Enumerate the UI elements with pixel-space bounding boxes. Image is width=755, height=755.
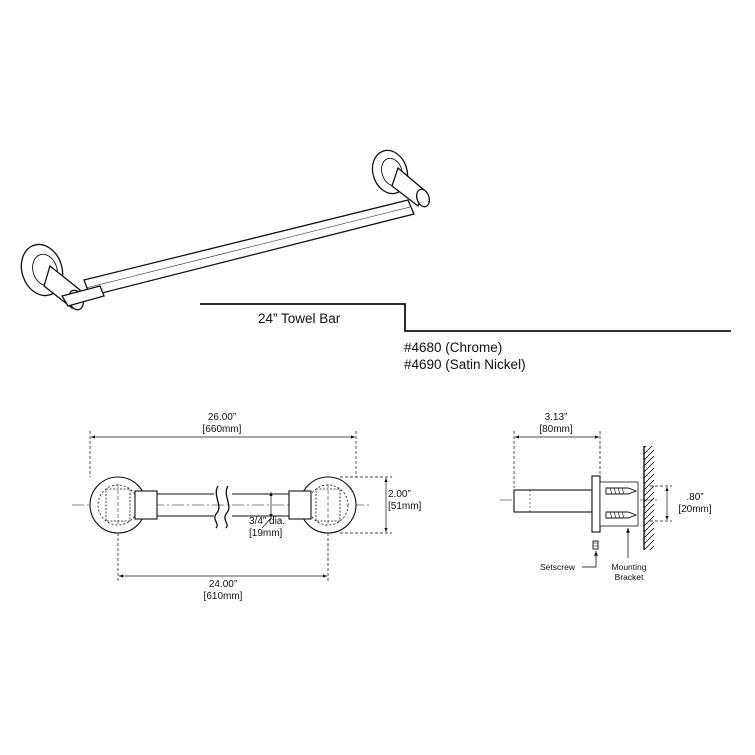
projection-mm: [80mm] — [539, 424, 573, 435]
mount-spacing-mm: [610mm] — [203, 591, 243, 602]
setscrew — [592, 540, 599, 550]
side-post — [513, 489, 593, 513]
projection-label: 3.13” [80mm] — [528, 412, 584, 436]
screw-bottom — [605, 511, 638, 519]
front-dimensions — [89, 431, 392, 582]
flange-diameter-mm: [51mm] — [388, 501, 422, 512]
side-dimensions — [513, 431, 672, 522]
side-flange — [591, 475, 601, 533]
title-separator — [200, 303, 731, 332]
projection-in: 3.13” — [544, 412, 568, 423]
towel-bar-rod — [83, 199, 415, 297]
front-view — [72, 476, 370, 534]
towel-bar-illustration — [20, 149, 430, 311]
mounting-bracket-label: Mounting Bracket — [604, 562, 654, 582]
mounting-bracket-line1: Mounting — [611, 562, 647, 572]
setscrew-label: Setscrew — [540, 562, 575, 572]
flange-diameter-label: 2.00” [51mm] — [388, 489, 438, 513]
bracket-depth-label: .80” [20mm] — [672, 492, 718, 516]
overall-length-mm: [660mm] — [202, 424, 242, 435]
bar-diameter-label: 3/4” dia. [19mm] — [249, 516, 307, 540]
mounting-bracket-line2: Bracket — [614, 572, 644, 582]
overall-length-in: 26.00” — [207, 412, 237, 423]
break-mark — [214, 485, 220, 529]
screw-top — [605, 487, 638, 495]
mount-spacing-label: 24.00” [610mm] — [193, 579, 253, 603]
mount-spacing-in: 24.00” — [208, 579, 238, 590]
model-chrome: #4680 (Chrome) — [404, 340, 503, 355]
bracket-depth-mm: [20mm] — [678, 504, 712, 515]
wall — [644, 446, 654, 550]
product-title: 24” Towel Bar — [258, 311, 341, 326]
bar-diameter-mm: [19mm] — [249, 528, 283, 539]
side-view — [500, 446, 660, 568]
flange-diameter-in: 2.00” — [388, 489, 411, 500]
bar-diameter-in: 3/4” dia. — [249, 516, 286, 527]
model-satin-nickel: #4690 (Satin Nickel) — [404, 357, 526, 372]
overall-length-label: 26.00” [660mm] — [192, 412, 252, 436]
bracket-depth-in: .80” — [686, 492, 704, 503]
